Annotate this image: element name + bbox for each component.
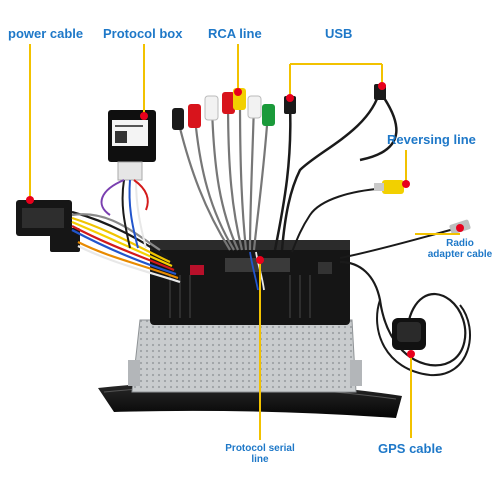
protocol-box-harness [100, 179, 149, 249]
reversing-cable [291, 187, 391, 253]
protocol-box-qr [115, 131, 127, 143]
rca-plugs [172, 88, 275, 130]
label-usb: USB [325, 26, 353, 41]
protocol-box-plug [117, 161, 143, 181]
label-reversing-line: Reversing line [387, 132, 476, 147]
label-radio-adapter-line1: Radio [446, 238, 474, 249]
rca-cables [176, 97, 270, 251]
label-protocol-box: Protocol box [103, 26, 183, 41]
unit-red-chip [190, 265, 204, 275]
label-protocol-serial-line1: Protocol serial [225, 443, 295, 454]
power-connector-second [50, 228, 80, 252]
reversing-plug-tip [374, 183, 384, 191]
unit-connector-block [225, 258, 290, 272]
leader-lines [29, 44, 460, 440]
label-protocol-serial-line2: line [251, 454, 269, 465]
power-connector-inner [22, 208, 64, 228]
chassis-bracket-right [350, 360, 362, 386]
marker-dots [26, 82, 464, 358]
chassis-bracket-left [128, 360, 140, 386]
power-harness [71, 210, 181, 284]
metal-chassis [131, 319, 357, 393]
gps-antenna-top [397, 322, 421, 342]
unit-heatsink [169, 275, 311, 318]
label-radio-adapter: Radio adapter cable [425, 238, 495, 260]
gps-cable [339, 260, 467, 367]
label-power-cable: power cable [8, 26, 84, 41]
protocol-box-sticker-line [115, 125, 143, 127]
reversing-plug [382, 180, 404, 194]
label-radio-adapter-line2: adapter cable [427, 249, 493, 260]
unit-antenna-socket [318, 262, 332, 274]
radio-adapter-cable [339, 227, 459, 259]
label-gps-cable: GPS cable [378, 441, 443, 456]
gps-cable-loop [376, 299, 471, 377]
label-rca-line: RCA line [208, 26, 262, 41]
usb-cables [273, 89, 398, 251]
label-protocol-serial: Protocol serial line [215, 443, 305, 465]
